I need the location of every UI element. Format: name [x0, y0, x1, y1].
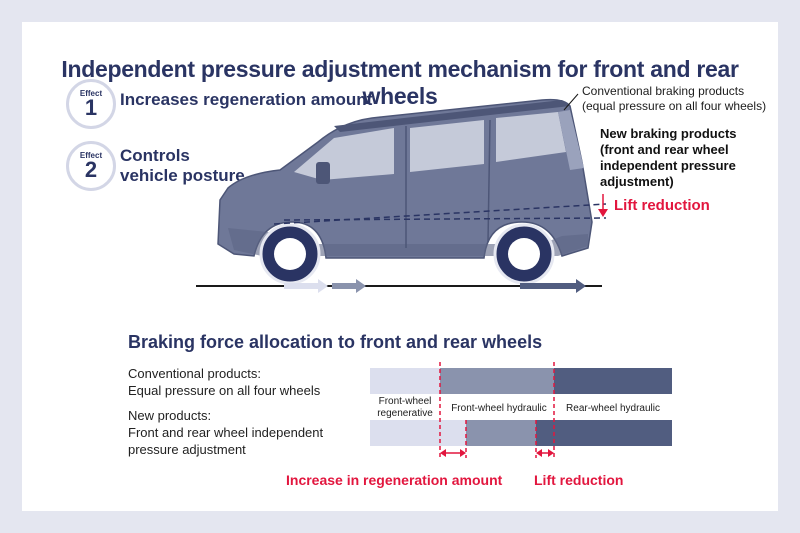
lift-bar-arrow-tail [536, 449, 542, 457]
new-front-hydraulic-segment [466, 420, 536, 446]
page-title: Independent pressure adjustment mechanis… [61, 56, 739, 109]
effect-2-line: Controls [120, 146, 190, 165]
new-desc-line: Front and rear wheel independent [128, 425, 324, 440]
effect-1-text: Increases regeneration amount [120, 90, 372, 110]
door-line [487, 119, 491, 243]
conv-regen-segment [370, 368, 440, 394]
new-label-line: adjustment) [600, 174, 674, 189]
front-hydraulic-arrow [332, 279, 366, 293]
front-hydraulic-seg-label: Front-wheel hydraulic [451, 403, 547, 414]
conventional-desc-line: Equal pressure on all four wheels [128, 383, 321, 398]
lift-reduction-bar-label: Lift reduction [534, 472, 624, 488]
new-desc-line: pressure adjustment [128, 442, 246, 457]
lift-arrow-head [598, 209, 608, 217]
regen-seg-label: Front-wheel regenerative [370, 396, 440, 420]
increase-label: Increase in regeneration amount [286, 472, 503, 488]
conv-front-hydraulic-segment [440, 368, 554, 394]
new-rear-hydraulic-segment [536, 420, 672, 446]
lift-bar-arrow-head [548, 449, 554, 457]
conventional-label: Conventional braking products (equal pre… [582, 84, 766, 114]
rear-window [496, 112, 566, 162]
rear-hydraulic-seg-label: Rear-wheel hydraulic [566, 403, 660, 414]
effect-2-line: vehicle posture [120, 166, 245, 185]
new-desc-line: New products: [128, 408, 212, 423]
effect-tag: Effect [79, 89, 103, 98]
middle-window [410, 120, 484, 172]
new-label-line: New braking products [600, 126, 737, 141]
label-band [370, 394, 672, 420]
regen-seg-label-line: regenerative [377, 408, 433, 419]
conv-rear-hydraulic-segment [554, 368, 672, 394]
car-illustration [196, 93, 608, 293]
new-label-line: independent pressure [600, 158, 736, 173]
rear-hydraulic-arrow [520, 279, 586, 293]
new-regen-segment [370, 420, 466, 446]
effect-badge-1: Effect 1 [66, 79, 116, 129]
increase-arrow-head [460, 449, 466, 457]
lift-reduction-label: Lift reduction [614, 197, 710, 214]
effect-number: 1 [84, 95, 98, 120]
new-desc: New products: Front and rear wheel indep… [128, 407, 323, 458]
new-products-label: New braking products (front and rear whe… [600, 126, 737, 190]
conventional-desc: Conventional products: Equal pressure on… [128, 365, 320, 399]
side-mirror [316, 162, 330, 184]
back-pillar [558, 110, 584, 170]
leader-line [563, 93, 579, 111]
increase-arrow-tail [440, 449, 446, 457]
conventional-line [273, 203, 607, 225]
regen-seg-label-line: Front-wheel [378, 396, 432, 407]
new-line [283, 217, 607, 221]
rear-hub [508, 238, 540, 270]
infographic-card: Independent pressure adjustment mechanis… [22, 22, 778, 511]
effect-2-text: Controls vehicle posture [120, 146, 245, 186]
effect-tag: Effect [79, 151, 103, 160]
new-label-line: (front and rear wheel [600, 142, 729, 157]
front-hub [274, 238, 306, 270]
conventional-label-line: Conventional braking products [582, 84, 745, 98]
effect-number: 2 [84, 157, 98, 182]
effect-1-line: Increases regeneration amount [120, 90, 373, 109]
roof-rail [334, 100, 570, 132]
conventional-label-line: (equal pressure on all four wheels) [582, 99, 767, 113]
allocation-bars [370, 362, 672, 458]
effect-badge-2: Effect 2 [66, 141, 116, 191]
allocation-title: Braking force allocation to front and re… [128, 332, 543, 352]
regen-arrow [284, 279, 328, 293]
conventional-desc-line: Conventional products: [128, 366, 261, 381]
